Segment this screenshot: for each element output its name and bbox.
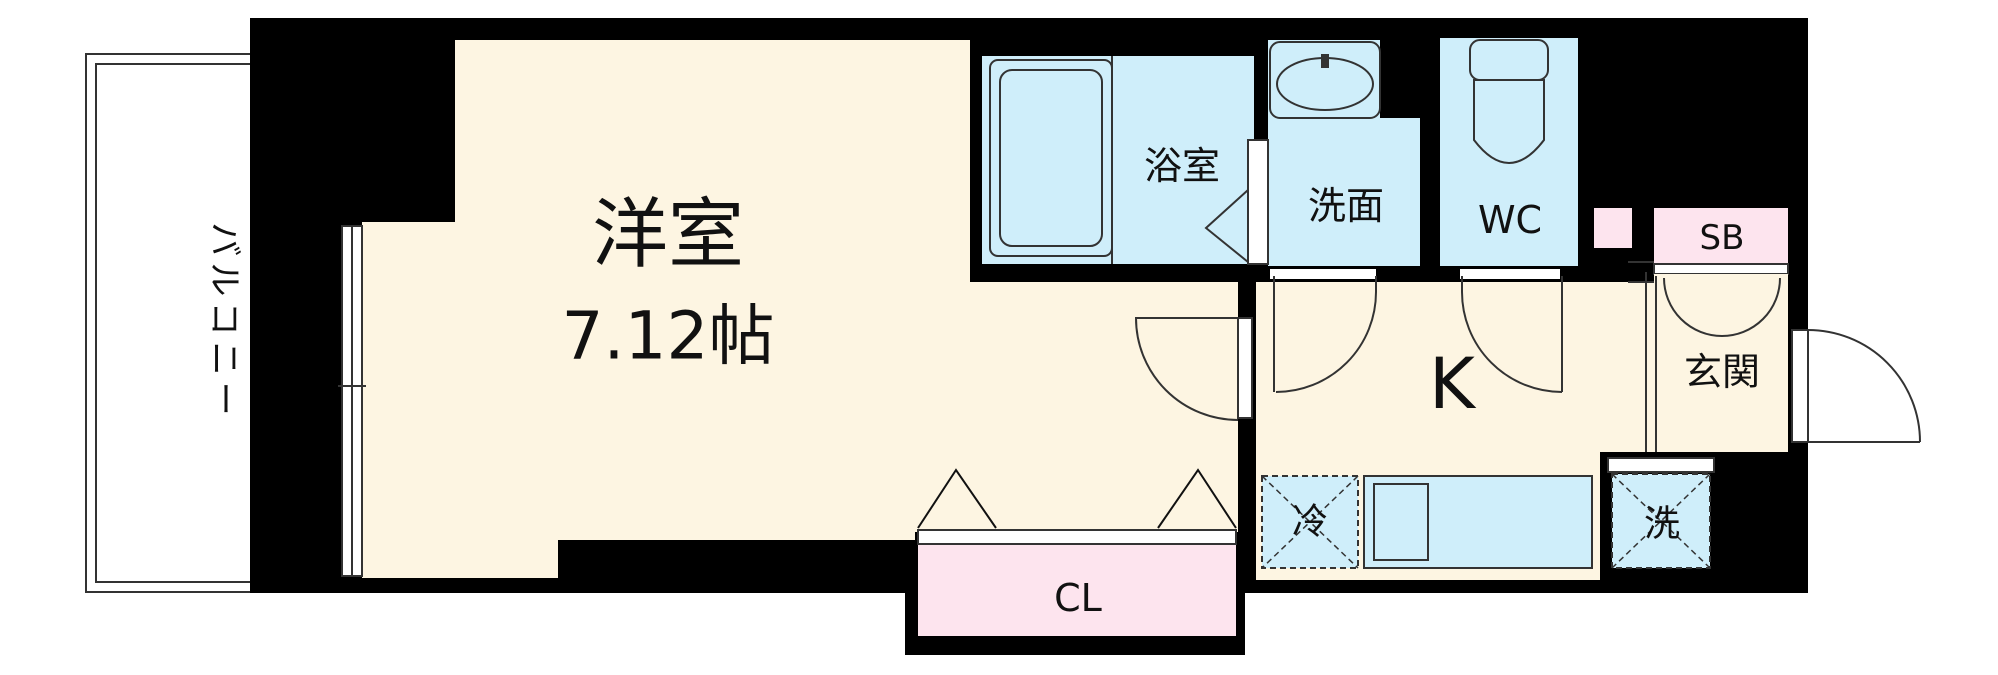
- balcony-window: [338, 225, 366, 577]
- closet-label: CL: [1054, 576, 1102, 620]
- closet-floor: [918, 544, 1236, 636]
- pipe-space: [1594, 208, 1632, 248]
- wc-door: [1460, 269, 1563, 393]
- shoebox-doors: [1628, 261, 1781, 452]
- wash-basin-icon: [1269, 41, 1381, 119]
- shoe-box-label: SB: [1700, 218, 1745, 258]
- bathroom: [982, 56, 1254, 264]
- washer-space: [1607, 457, 1715, 569]
- washroom-label: 洗面: [1308, 184, 1384, 228]
- balcony-label: バルコニー: [204, 222, 244, 421]
- entrance-door: [1791, 329, 1921, 443]
- western-room-floor: [362, 40, 1238, 578]
- western-room-name: 洋室: [592, 190, 744, 279]
- washroom: [1268, 40, 1420, 266]
- fridge-space: [1261, 475, 1359, 569]
- bathroom-label: 浴室: [1144, 144, 1220, 188]
- toilet-label: WC: [1478, 198, 1542, 242]
- bath-door: [1247, 139, 1269, 265]
- toilet-room: [1440, 38, 1578, 266]
- toilet-icon: [1469, 39, 1549, 164]
- kitchen-label: K: [1429, 343, 1477, 425]
- entrance-label: 玄関: [1684, 350, 1760, 394]
- door-swing-icon: [1134, 317, 1253, 421]
- washer-label: 洗: [1644, 504, 1680, 545]
- sink-counter-icon: [1363, 475, 1593, 569]
- western-room-size: 7.12帖: [562, 298, 775, 375]
- shoe-box-floor: [1654, 208, 1788, 264]
- washroom-door: [1270, 269, 1377, 393]
- fridge-label: 冷: [1292, 502, 1328, 543]
- closet-doors: [917, 468, 1237, 529]
- entrance-floor: [1660, 278, 1788, 450]
